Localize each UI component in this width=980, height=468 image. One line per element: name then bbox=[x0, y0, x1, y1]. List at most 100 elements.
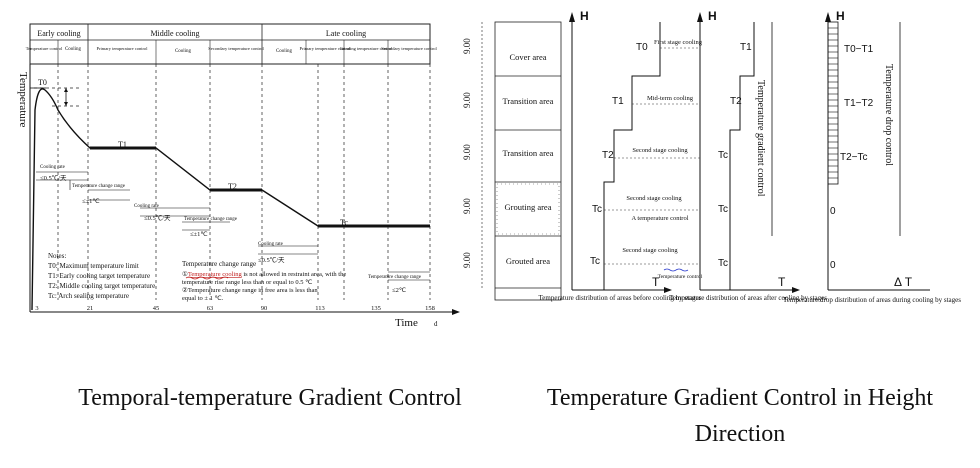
dim-1: 9.00 bbox=[462, 38, 472, 54]
note-t0: T0: Maximum temperature limit bbox=[48, 262, 139, 270]
p3-vlabel: Temperature drop control bbox=[883, 64, 894, 166]
sub-grouting-tc: Grouting temperature control bbox=[340, 46, 393, 51]
sub-secondary-2: Secondary temperature control bbox=[381, 46, 437, 51]
p1-tc2: Tc bbox=[590, 256, 600, 267]
stage-second-2: Second stage cooling bbox=[626, 195, 682, 202]
tick-21: 21 bbox=[87, 305, 94, 312]
sub-cooling-2: Cooling bbox=[175, 49, 192, 54]
level-t0: T0 bbox=[38, 78, 47, 87]
p2-tc1: Tc bbox=[718, 150, 728, 161]
stage-mid: Mid-term cooling bbox=[647, 95, 694, 102]
p2-t1: T1 bbox=[740, 42, 752, 53]
tcr-line-3: ②Temperature change range in free area i… bbox=[182, 286, 318, 294]
p1-t0: T0 bbox=[636, 42, 648, 53]
change-range-3-value: ≤2℃ bbox=[392, 287, 407, 294]
tick-135: 135 bbox=[371, 305, 381, 312]
tcr-line-1: ①Temperature cooling is not allowed in r… bbox=[182, 270, 346, 278]
stage-first: First stage cooling bbox=[654, 39, 703, 46]
p3-caption: Temperature drop distribution of areas d… bbox=[783, 296, 961, 304]
height-gradient-diagram: H H H Cover area Transition area Transit… bbox=[462, 9, 961, 304]
cooling-rate-3: Cooling rate bbox=[258, 242, 284, 247]
area-grouting: Grouting area bbox=[505, 202, 552, 212]
area-transition-2: Transition area bbox=[503, 148, 554, 158]
tick-90: 90 bbox=[261, 305, 268, 312]
p2-vlabel: Temperature gradient control bbox=[755, 80, 766, 197]
p2-tc2: Tc bbox=[718, 204, 728, 215]
cooling-rate-2: Cooling rate bbox=[134, 204, 160, 209]
h-label-1: H bbox=[580, 9, 589, 23]
notes-title: Notes: bbox=[48, 252, 66, 260]
notes-block: Notes: T0: Maximum temperature limit T1:… bbox=[48, 252, 155, 300]
tick-158: 158 bbox=[425, 305, 435, 312]
y-axis-label: Temperature bbox=[17, 72, 29, 128]
p1-caption: Temperature distribution of areas before… bbox=[539, 294, 702, 302]
tcr-line-4: equal to ± 1 ℃. bbox=[182, 295, 224, 302]
tick-3: 3 bbox=[35, 305, 38, 312]
stage-second-3: Second stage cooling bbox=[622, 247, 678, 254]
tcr-title: Temperature change range bbox=[182, 260, 256, 268]
cooling-rate-3-value: ≤0.5℃/天 bbox=[258, 256, 285, 264]
area-cover: Cover area bbox=[509, 52, 546, 62]
drop-dt-axis: Δ T bbox=[894, 275, 913, 289]
p2-t-axis: T bbox=[778, 275, 786, 289]
sub-secondary-tc: Secondary temperature control bbox=[208, 46, 264, 51]
caption-left: Temporal-temperature Gradient Control bbox=[78, 385, 462, 411]
temperature-curve bbox=[31, 88, 430, 311]
change-range-note: Temperature change range ①Temperature co… bbox=[182, 260, 346, 302]
p1-t2: T2 bbox=[602, 150, 614, 161]
dim-2: 9.00 bbox=[462, 92, 472, 108]
phase-early: Early cooling bbox=[37, 29, 80, 38]
x-axis-label: Time bbox=[395, 317, 418, 329]
change-range-1: Temperature change range bbox=[72, 184, 126, 189]
level-t2: T2 bbox=[228, 182, 237, 191]
p1-t1: T1 bbox=[612, 96, 624, 107]
tcr-line-2: temperature rise range less than or equa… bbox=[182, 279, 313, 286]
tick-63: 63 bbox=[207, 305, 214, 312]
stage-tc: Temperature control bbox=[658, 274, 703, 280]
sub-primary-2: Primary temperature control bbox=[300, 46, 352, 51]
dim-5: 9.00 bbox=[462, 252, 472, 268]
note-tc: Tc: Arch sealing temperature bbox=[48, 292, 129, 300]
level-t1: T1 bbox=[118, 140, 127, 149]
drop-t0-t1: T0−T1 bbox=[844, 44, 874, 55]
cooling-rate-1: Cooling rate bbox=[40, 165, 66, 170]
tick-45: 45 bbox=[153, 305, 160, 312]
p1-tc1: Tc bbox=[592, 204, 602, 215]
p2-tc3: Tc bbox=[718, 258, 728, 269]
cooling-rate-2-value: ≤0.5℃/天 bbox=[144, 214, 171, 222]
stage-temp-control: A temperature control bbox=[631, 215, 688, 222]
temporal-gradient-diagram: Early cooling Middle cooling Late coolin… bbox=[17, 23, 460, 329]
sub-primary-tc: Primary temperature control bbox=[97, 46, 149, 51]
drop-zero-2: 0 bbox=[830, 260, 836, 271]
sub-cooling-1: Cooling bbox=[65, 47, 82, 52]
area-grouted: Grouted area bbox=[506, 256, 550, 266]
profile-before bbox=[603, 22, 661, 290]
area-column bbox=[494, 21, 562, 301]
change-range-2-value: ≤±1℃ bbox=[190, 231, 208, 238]
level-tc: Tc bbox=[340, 218, 348, 227]
p2-t2: T2 bbox=[730, 96, 742, 107]
cooling-rate-1-value: ≤0.5℃/天 bbox=[40, 174, 67, 182]
tick-113: 113 bbox=[315, 305, 325, 312]
caption-right: Temperature Gradient Control in Height D… bbox=[546, 385, 934, 447]
drop-zero-1: 0 bbox=[830, 206, 836, 217]
sub-temp-control: Temperature control bbox=[26, 46, 63, 51]
note-t1: T1: Early cooling target temperature bbox=[48, 272, 150, 280]
phase-middle: Middle cooling bbox=[150, 29, 199, 38]
h-label-3: H bbox=[836, 9, 845, 23]
drop-t2-tc: T2−Tc bbox=[840, 152, 868, 163]
drop-t1-t2: T1−T2 bbox=[844, 98, 874, 109]
change-range-1-value: ≤±1℃ bbox=[82, 198, 100, 205]
change-range-2: Temperature change range bbox=[184, 217, 238, 222]
sub-cooling-3: Cooling bbox=[276, 49, 293, 54]
h-label-2: H bbox=[708, 9, 717, 23]
p1-t-axis: T bbox=[652, 275, 660, 289]
drop-bar bbox=[827, 21, 839, 185]
stage-second-1: Second stage cooling bbox=[632, 147, 688, 154]
p2-caption: Temperature distribution of areas after … bbox=[669, 294, 827, 302]
note-t2: T2: Middle cooling target temperature bbox=[48, 282, 155, 290]
tcr-emphasis: Temperature cooling bbox=[188, 271, 243, 278]
change-range-3: Temperature change range bbox=[368, 275, 422, 280]
dim-4: 9.00 bbox=[462, 198, 472, 214]
